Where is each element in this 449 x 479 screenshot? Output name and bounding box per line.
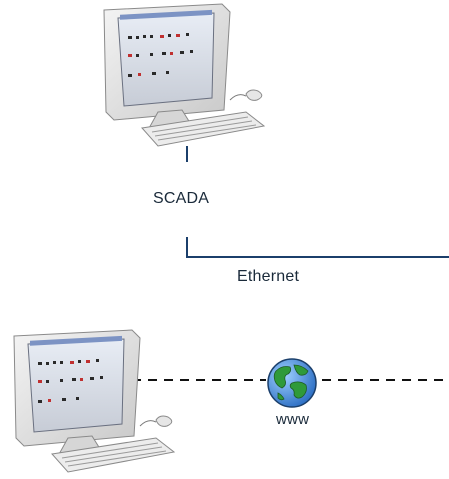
www-label: www [276, 411, 310, 428]
globe-icon [267, 358, 317, 408]
desktop-computer-icon [13, 329, 176, 473]
scada-label: SCADA [153, 190, 210, 207]
ethernet-line [186, 237, 449, 258]
ethernet-label: Ethernet [237, 268, 300, 285]
desktop-computer-icon [103, 3, 266, 147]
